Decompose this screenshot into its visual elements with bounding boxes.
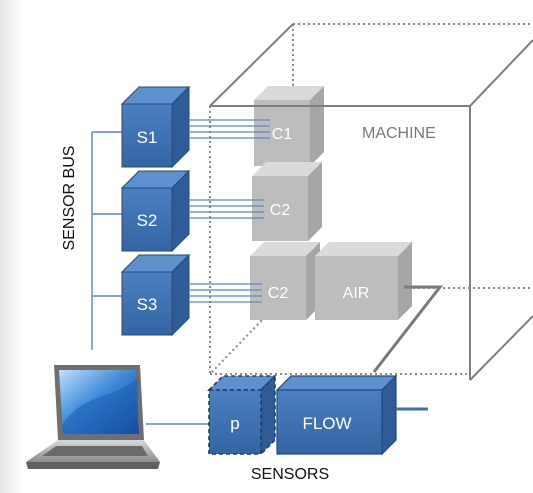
machine-label: MACHINE xyxy=(362,125,436,142)
sensor-wiring xyxy=(190,119,270,303)
machine-frame-front xyxy=(209,23,533,381)
component-c2-lower-label: C2 xyxy=(268,285,289,302)
flow-sensor-label: FLOW xyxy=(302,414,351,433)
sensor-s3: S3 xyxy=(120,253,191,337)
component-c2-upper: C2 xyxy=(252,162,322,241)
flow-sensor: FLOW xyxy=(275,374,398,456)
sensor-s2-label: S2 xyxy=(137,211,158,230)
pressure-sensor: p xyxy=(207,374,277,456)
sensor-s2: S2 xyxy=(120,169,191,253)
component-c1-label: C1 xyxy=(272,126,293,143)
air-tank: AIR xyxy=(315,242,412,320)
sensors-label: SENSORS xyxy=(251,466,329,483)
sensor-bus xyxy=(91,131,122,350)
component-c2-upper-label: C2 xyxy=(270,202,291,219)
air-to-flow-pipe xyxy=(372,285,444,373)
sensor-s1-label: S1 xyxy=(137,128,158,147)
laptop-icon xyxy=(26,365,160,469)
component-c2-lower: C2 xyxy=(250,242,320,320)
air-tank-label: AIR xyxy=(343,285,370,302)
pressure-sensor-label: p xyxy=(230,414,239,433)
sensor-s1: S1 xyxy=(120,85,191,169)
sensor-s3-label: S3 xyxy=(137,295,158,314)
sensor-bus-label: SENSOR BUS xyxy=(61,146,78,251)
